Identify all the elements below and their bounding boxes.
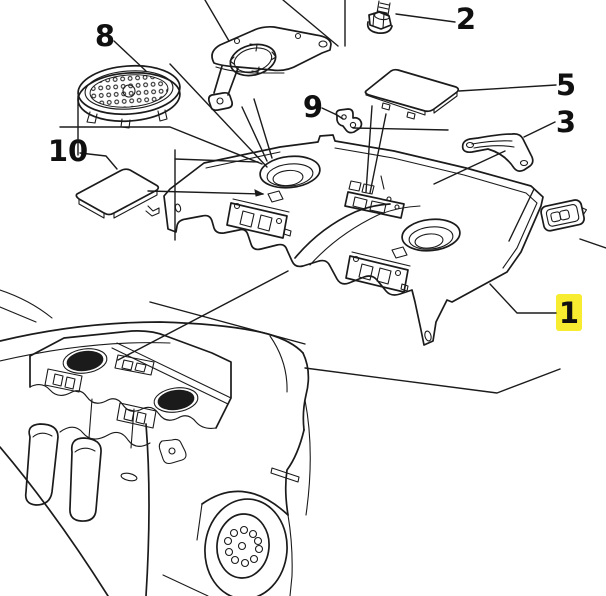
callout-9[interactable]: 9: [303, 90, 323, 124]
leader-2: [395, 13, 456, 23]
speaker-mounting-ring: [207, 25, 332, 112]
leader-1: [489, 283, 557, 314]
callout-3[interactable]: 3: [556, 105, 576, 139]
part-10-cover-cap: [75, 168, 160, 219]
callout-1[interactable]: 1: [559, 296, 579, 330]
leader-mounting-ring: [204, 0, 230, 42]
part-9-retainer-clip: [335, 108, 363, 134]
callout-5[interactable]: 5: [556, 68, 576, 102]
leader-top-cut-a: [282, 0, 339, 47]
leader-5: [458, 84, 557, 92]
leader-9: [321, 107, 344, 120]
belt-guide-bezel: [540, 199, 588, 232]
leader-under-plate: [352, 127, 449, 131]
leader-3: [523, 121, 556, 138]
leader-plate-to-latch-1: [365, 105, 373, 193]
callout-2[interactable]: 2: [456, 2, 476, 36]
part-2-bolt: [366, 0, 393, 34]
callout-1-highlight: [556, 294, 582, 331]
leader-grille-to-recess: [169, 63, 268, 168]
part-5-cover-plate: [364, 68, 460, 120]
car-installation-view: [0, 289, 311, 596]
callout-10[interactable]: 10: [48, 134, 88, 168]
part-1-rear-shelf-panel: [163, 134, 544, 346]
pointer-lines-left: [59, 95, 265, 241]
leader-bezel-right-edge: [579, 238, 606, 249]
callout-8[interactable]: 8: [95, 19, 115, 53]
leader-8: [113, 40, 147, 72]
part-3-bracket: [461, 133, 534, 172]
part-8-speaker-grille: [77, 64, 181, 129]
leader-ring-to-recess-1: [241, 106, 268, 162]
leader-ring-to-recess-2: [253, 98, 273, 159]
leader-10: [79, 152, 118, 170]
leader-bracket-to-latch: [433, 150, 506, 185]
leader-plate-to-latch-2: [369, 113, 387, 194]
leader-bezel-diagonal: [508, 188, 535, 242]
installation-reference-lines: [117, 270, 561, 394]
